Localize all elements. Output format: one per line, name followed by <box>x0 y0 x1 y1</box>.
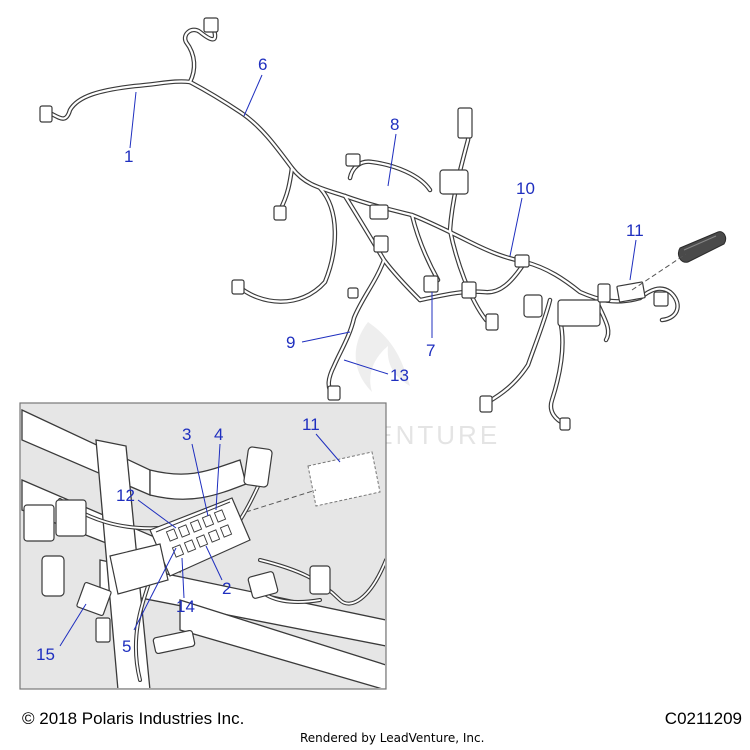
callout-15: 15 <box>36 645 55 664</box>
callout-9: 9 <box>286 333 295 352</box>
callout-6: 6 <box>258 55 267 74</box>
diagram-code: C0211209 <box>664 709 742 728</box>
connector-mid-4 <box>485 313 499 331</box>
connector-7 <box>423 275 439 293</box>
copyright-notice: © 2018 Polaris Industries Inc. <box>22 709 245 728</box>
main-wire-harness <box>39 17 727 431</box>
inset-leaders <box>59 433 341 647</box>
inset-connectors <box>23 446 331 655</box>
callout-3: 3 <box>182 425 191 444</box>
connector-lower-1 <box>479 395 493 413</box>
connector-13 <box>327 385 341 401</box>
callout-14: 14 <box>176 597 195 616</box>
callout-5: 5 <box>122 637 131 656</box>
callout-11-inset: 11 <box>302 415 320 434</box>
connector-right-3 <box>653 291 669 307</box>
callout-13: 13 <box>390 366 409 385</box>
rendered-by-notice: Rendered by LeadVenture, Inc. <box>300 731 485 745</box>
callout-2: 2 <box>222 579 231 598</box>
connector-left-end <box>39 105 53 123</box>
callout-11-main: 11 <box>626 221 644 240</box>
connector-mid-1 <box>369 204 389 220</box>
inset-fuse-box <box>109 497 251 595</box>
fuse-box-main <box>557 299 601 327</box>
connector-right-1 <box>523 294 543 318</box>
connector-lower-2 <box>559 417 571 431</box>
relay-cover-main <box>616 231 727 303</box>
main-leaders <box>129 74 637 375</box>
connector-10 <box>514 254 530 268</box>
callout-7: 7 <box>426 341 435 360</box>
connector-8 <box>345 153 361 167</box>
callout-8: 8 <box>390 115 399 134</box>
inset-relay-cover <box>245 451 381 513</box>
callout-10: 10 <box>516 179 535 198</box>
callout-4: 4 <box>214 425 223 444</box>
connector-mid-2 <box>373 235 389 253</box>
callout-12: 12 <box>116 486 135 505</box>
connector-group-main <box>39 17 669 431</box>
callout-1: 1 <box>124 147 133 166</box>
connector-right-2 <box>597 283 611 303</box>
connector-riser <box>457 107 473 139</box>
connector-lower-loop <box>231 279 245 295</box>
connector-mid-3 <box>461 281 477 299</box>
connector-cluster-top <box>439 169 469 195</box>
connector-drop <box>273 205 287 221</box>
relay-block <box>616 281 646 303</box>
connector-top <box>203 17 219 33</box>
connector-9 <box>347 287 359 299</box>
detail-inset: 3 4 11 12 2 14 5 15 <box>19 402 387 690</box>
